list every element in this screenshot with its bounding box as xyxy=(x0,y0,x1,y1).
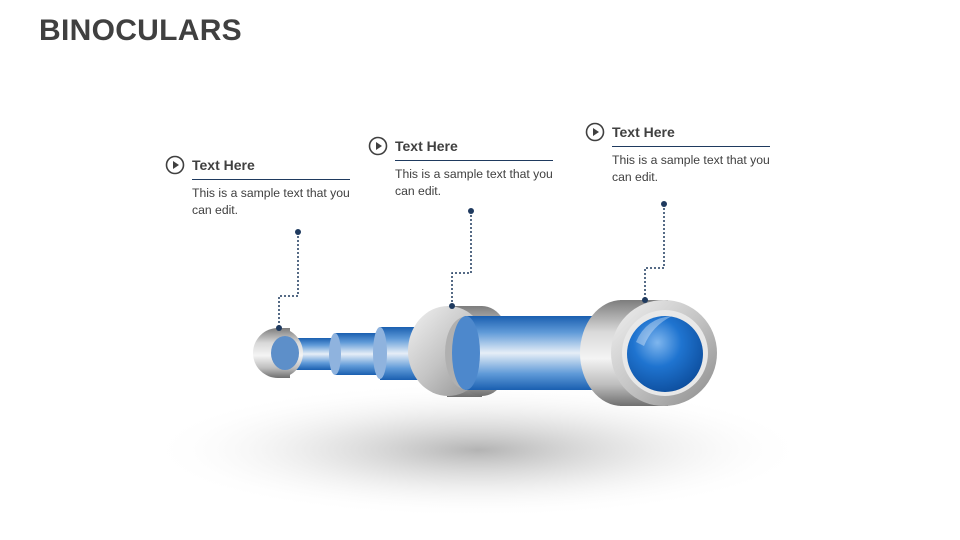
eyepiece-ring-inner xyxy=(271,336,299,370)
callout-body: This is a sample text that you can edit. xyxy=(192,186,350,217)
callout-underline xyxy=(395,160,553,161)
slide-title: BINOCULARS xyxy=(39,14,242,47)
callout-body: This is a sample text that you can edit. xyxy=(612,153,770,184)
tube-section-3-edge xyxy=(373,327,387,379)
play-circle-icon xyxy=(585,122,605,142)
callout-1: Text Here This is a sample text that you… xyxy=(165,155,365,217)
main-barrel-edge xyxy=(452,316,480,390)
floor-shadow xyxy=(148,382,808,518)
callout-heading: Text Here xyxy=(395,138,458,154)
connector-1-top-dot xyxy=(295,229,301,235)
connector-1-bottom-dot xyxy=(276,325,282,331)
callout-underline xyxy=(612,146,770,147)
callout-2: Text Here This is a sample text that you… xyxy=(368,136,568,198)
play-circle-icon xyxy=(368,136,388,156)
connector-1 xyxy=(278,232,299,328)
tube-section-2-edge xyxy=(329,333,341,375)
connector-2-bottom-dot xyxy=(449,303,455,309)
play-circle-icon xyxy=(165,155,185,175)
callout-heading: Text Here xyxy=(192,157,255,173)
connector-3 xyxy=(644,204,665,300)
callout-body: This is a sample text that you can edit. xyxy=(395,167,553,198)
connector-2 xyxy=(451,211,472,306)
objective-lens xyxy=(627,316,703,392)
callout-underline xyxy=(192,179,350,180)
callout-3: Text Here This is a sample text that you… xyxy=(585,122,785,184)
connector-2-top-dot xyxy=(468,208,474,214)
lens-highlight xyxy=(636,316,672,346)
callout-heading: Text Here xyxy=(612,124,675,140)
connector-3-top-dot xyxy=(661,201,667,207)
connector-3-bottom-dot xyxy=(642,297,648,303)
